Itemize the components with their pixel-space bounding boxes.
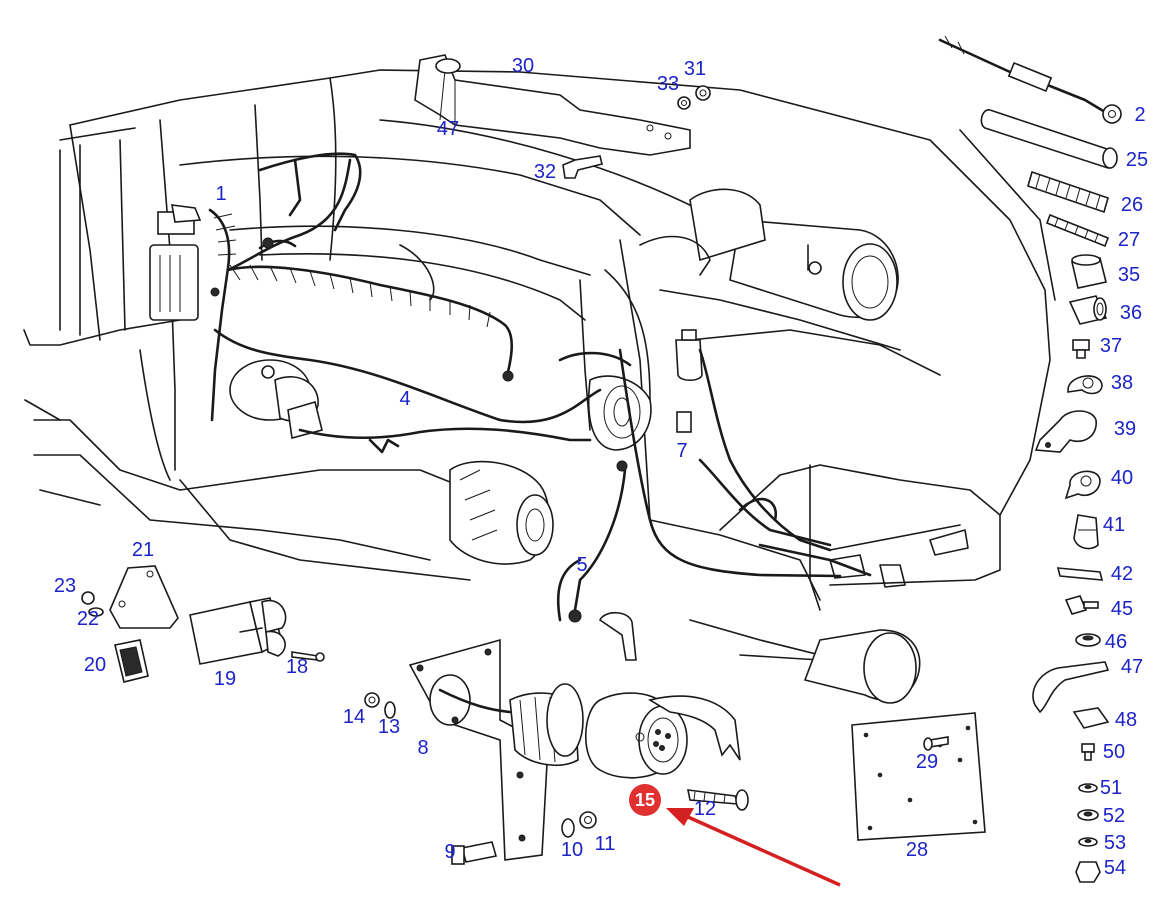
label-1: 1 (215, 183, 226, 205)
label-20: 20 (84, 654, 106, 676)
label-12: 12 (694, 798, 716, 820)
right-parts-column (938, 35, 1122, 883)
socket-assembly (364, 638, 749, 865)
label-47-top: 47 (437, 118, 459, 140)
label-19: 19 (214, 668, 236, 690)
label-38: 38 (1111, 372, 1133, 394)
label-46: 46 (1105, 631, 1127, 653)
label-29: 29 (916, 751, 938, 773)
small-bracket (598, 611, 637, 661)
air-cleaner (639, 188, 899, 321)
label-15: 15 (635, 790, 655, 810)
label-48: 48 (1115, 709, 1137, 731)
label-26: 26 (1121, 194, 1143, 216)
label-37: 37 (1100, 335, 1122, 357)
label-53: 53 (1104, 832, 1126, 854)
label-18: 18 (286, 656, 308, 678)
label-36: 36 (1120, 302, 1142, 324)
wiring-harness (208, 152, 872, 623)
hardware-31-33-32 (562, 85, 711, 179)
label-32: 32 (534, 161, 556, 183)
regulator-box (149, 204, 202, 321)
exhaust-pipe (803, 629, 921, 704)
label-52: 52 (1103, 805, 1125, 827)
label-45: 45 (1111, 598, 1133, 620)
label-41: 41 (1103, 514, 1125, 536)
label-2: 2 (1134, 104, 1145, 126)
label-35: 35 (1118, 264, 1140, 286)
label-13: 13 (378, 716, 400, 738)
label-42: 42 (1111, 563, 1133, 585)
left-bottom-parts (81, 565, 325, 683)
label-23: 23 (54, 575, 76, 597)
alternator (449, 460, 554, 565)
label-22: 22 (77, 608, 99, 630)
label-33: 33 (657, 73, 679, 95)
label-54: 54 (1104, 857, 1126, 879)
label-5: 5 (576, 554, 587, 576)
pressure-switch (675, 329, 703, 433)
starter-unit (229, 359, 323, 440)
label-25: 25 (1126, 149, 1148, 171)
label-39: 39 (1114, 418, 1136, 440)
label-50: 50 (1103, 741, 1125, 763)
label-8: 8 (417, 737, 428, 759)
label-9: 9 (444, 841, 455, 863)
panel-28 (851, 712, 986, 841)
label-11: 11 (595, 833, 616, 855)
part-30-bracket (414, 54, 691, 156)
label-14: 14 (343, 706, 365, 728)
label-21: 21 (132, 539, 154, 561)
label-47-right: 47 (1121, 656, 1143, 678)
highlight-arrow (666, 808, 841, 887)
label-31: 31 (684, 58, 706, 80)
highlight-marker: 15 (629, 784, 661, 816)
label-10: 10 (561, 839, 583, 861)
label-7: 7 (676, 440, 687, 462)
label-51: 51 (1100, 777, 1122, 799)
highlight-circle (629, 784, 661, 816)
fan-housing (587, 375, 652, 451)
label-4: 4 (399, 388, 410, 410)
label-30: 30 (512, 55, 534, 77)
label-40: 40 (1111, 467, 1133, 489)
part-labels: 1 2 4 5 7 8 9 10 11 12 13 14 18 19 20 21… (54, 55, 1148, 879)
label-28: 28 (906, 839, 928, 861)
body-outline (23, 69, 1056, 666)
label-27: 27 (1118, 229, 1140, 251)
